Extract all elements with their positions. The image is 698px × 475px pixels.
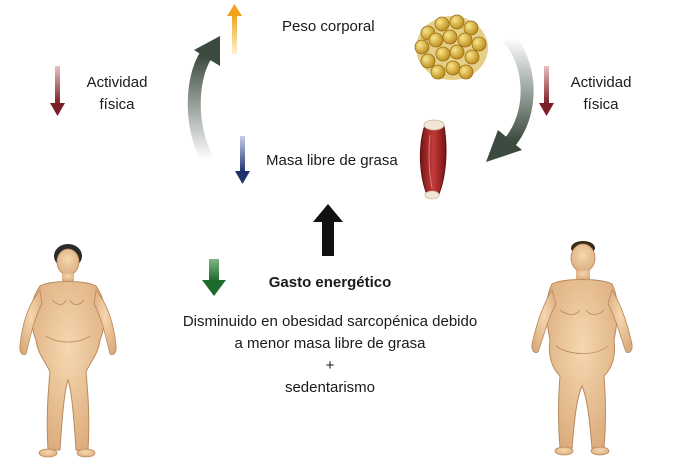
energy-expenditure-title: Gasto energético — [268, 274, 392, 291]
fat-cells-icon — [414, 14, 488, 80]
activity-left-label-line1: Actividad — [86, 74, 148, 91]
obese-man-figure — [531, 241, 633, 456]
cycle-arrow-left-icon — [187, 36, 220, 164]
fat-free-mass-label: Masa libre de grasa — [266, 152, 398, 169]
body-weight-label: Peso corporal — [282, 18, 375, 35]
black-up-arrow-icon — [313, 204, 343, 256]
activity-right-down-arrow-icon — [539, 66, 554, 116]
description-plus: + — [325, 357, 335, 374]
obese-woman-figure — [19, 244, 117, 458]
description-line-3: sedentarismo — [284, 379, 376, 396]
activity-left-label-line2: física — [99, 96, 135, 113]
cycle-arrow-right-icon — [486, 33, 534, 162]
activity-right-label-line1: Actividad — [570, 74, 632, 91]
body-weight-up-arrow-icon — [227, 4, 242, 54]
energy-expenditure-down-arrow-icon — [202, 259, 226, 296]
description-line-1: Disminuido en obesidad sarcopénica debid… — [182, 313, 478, 330]
fat-free-mass-down-arrow-icon — [235, 136, 250, 184]
description-line-2: a menor masa libre de grasa — [234, 335, 426, 352]
muscle-icon — [419, 119, 447, 200]
activity-right-label-line2: física — [583, 96, 619, 113]
activity-left-down-arrow-icon — [50, 66, 65, 116]
